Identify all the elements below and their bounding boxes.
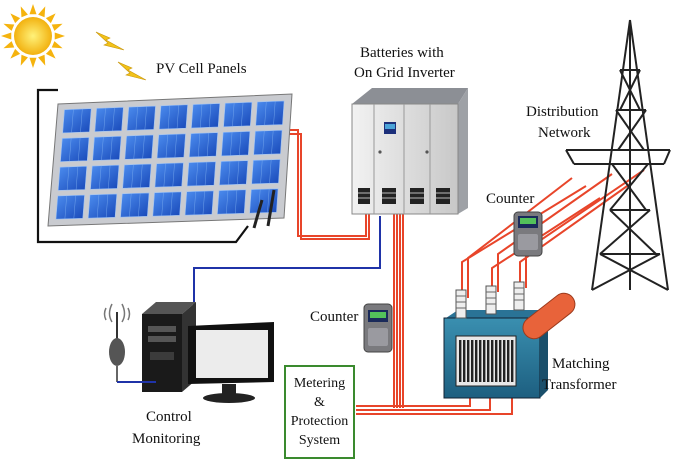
sun-icon <box>1 4 65 68</box>
control-label-line2: Monitoring <box>132 431 201 447</box>
transformer-icon <box>443 281 576 399</box>
meter-icon-middle <box>363 303 393 353</box>
transformer-label-line1: Matching <box>552 356 610 372</box>
computer-icon <box>142 302 274 403</box>
metering-label-line4: System <box>298 433 341 448</box>
meter-icon-top <box>513 211 543 257</box>
transmission-tower-icon <box>565 19 671 291</box>
pv-panels-label: PV Cell Panels <box>156 61 247 77</box>
batteries-label-line1: Batteries with <box>360 45 444 61</box>
batteries-label-line2: On Grid Inverter <box>354 65 455 81</box>
panel-frame-wire <box>36 88 249 244</box>
transformer-label-line2: Transformer <box>542 377 617 393</box>
control-label-line1: Control <box>146 409 192 425</box>
antenna-icon <box>103 303 156 383</box>
metering-label-line1: Metering <box>293 376 346 391</box>
counter-top-label: Counter <box>486 191 535 207</box>
counter-mid-label: Counter <box>310 309 359 325</box>
distribution-label-line2: Network <box>538 125 591 141</box>
metering-label-line3: Protection <box>290 414 349 429</box>
metering-label-line2: & <box>314 395 325 410</box>
distribution-label-line1: Distribution <box>526 104 599 120</box>
solar-panel-icon <box>47 93 293 229</box>
metering-protection-box: Metering & Protection System <box>284 365 355 459</box>
inverter-cabinet-icon <box>351 88 468 215</box>
lightning-icon <box>95 31 147 81</box>
